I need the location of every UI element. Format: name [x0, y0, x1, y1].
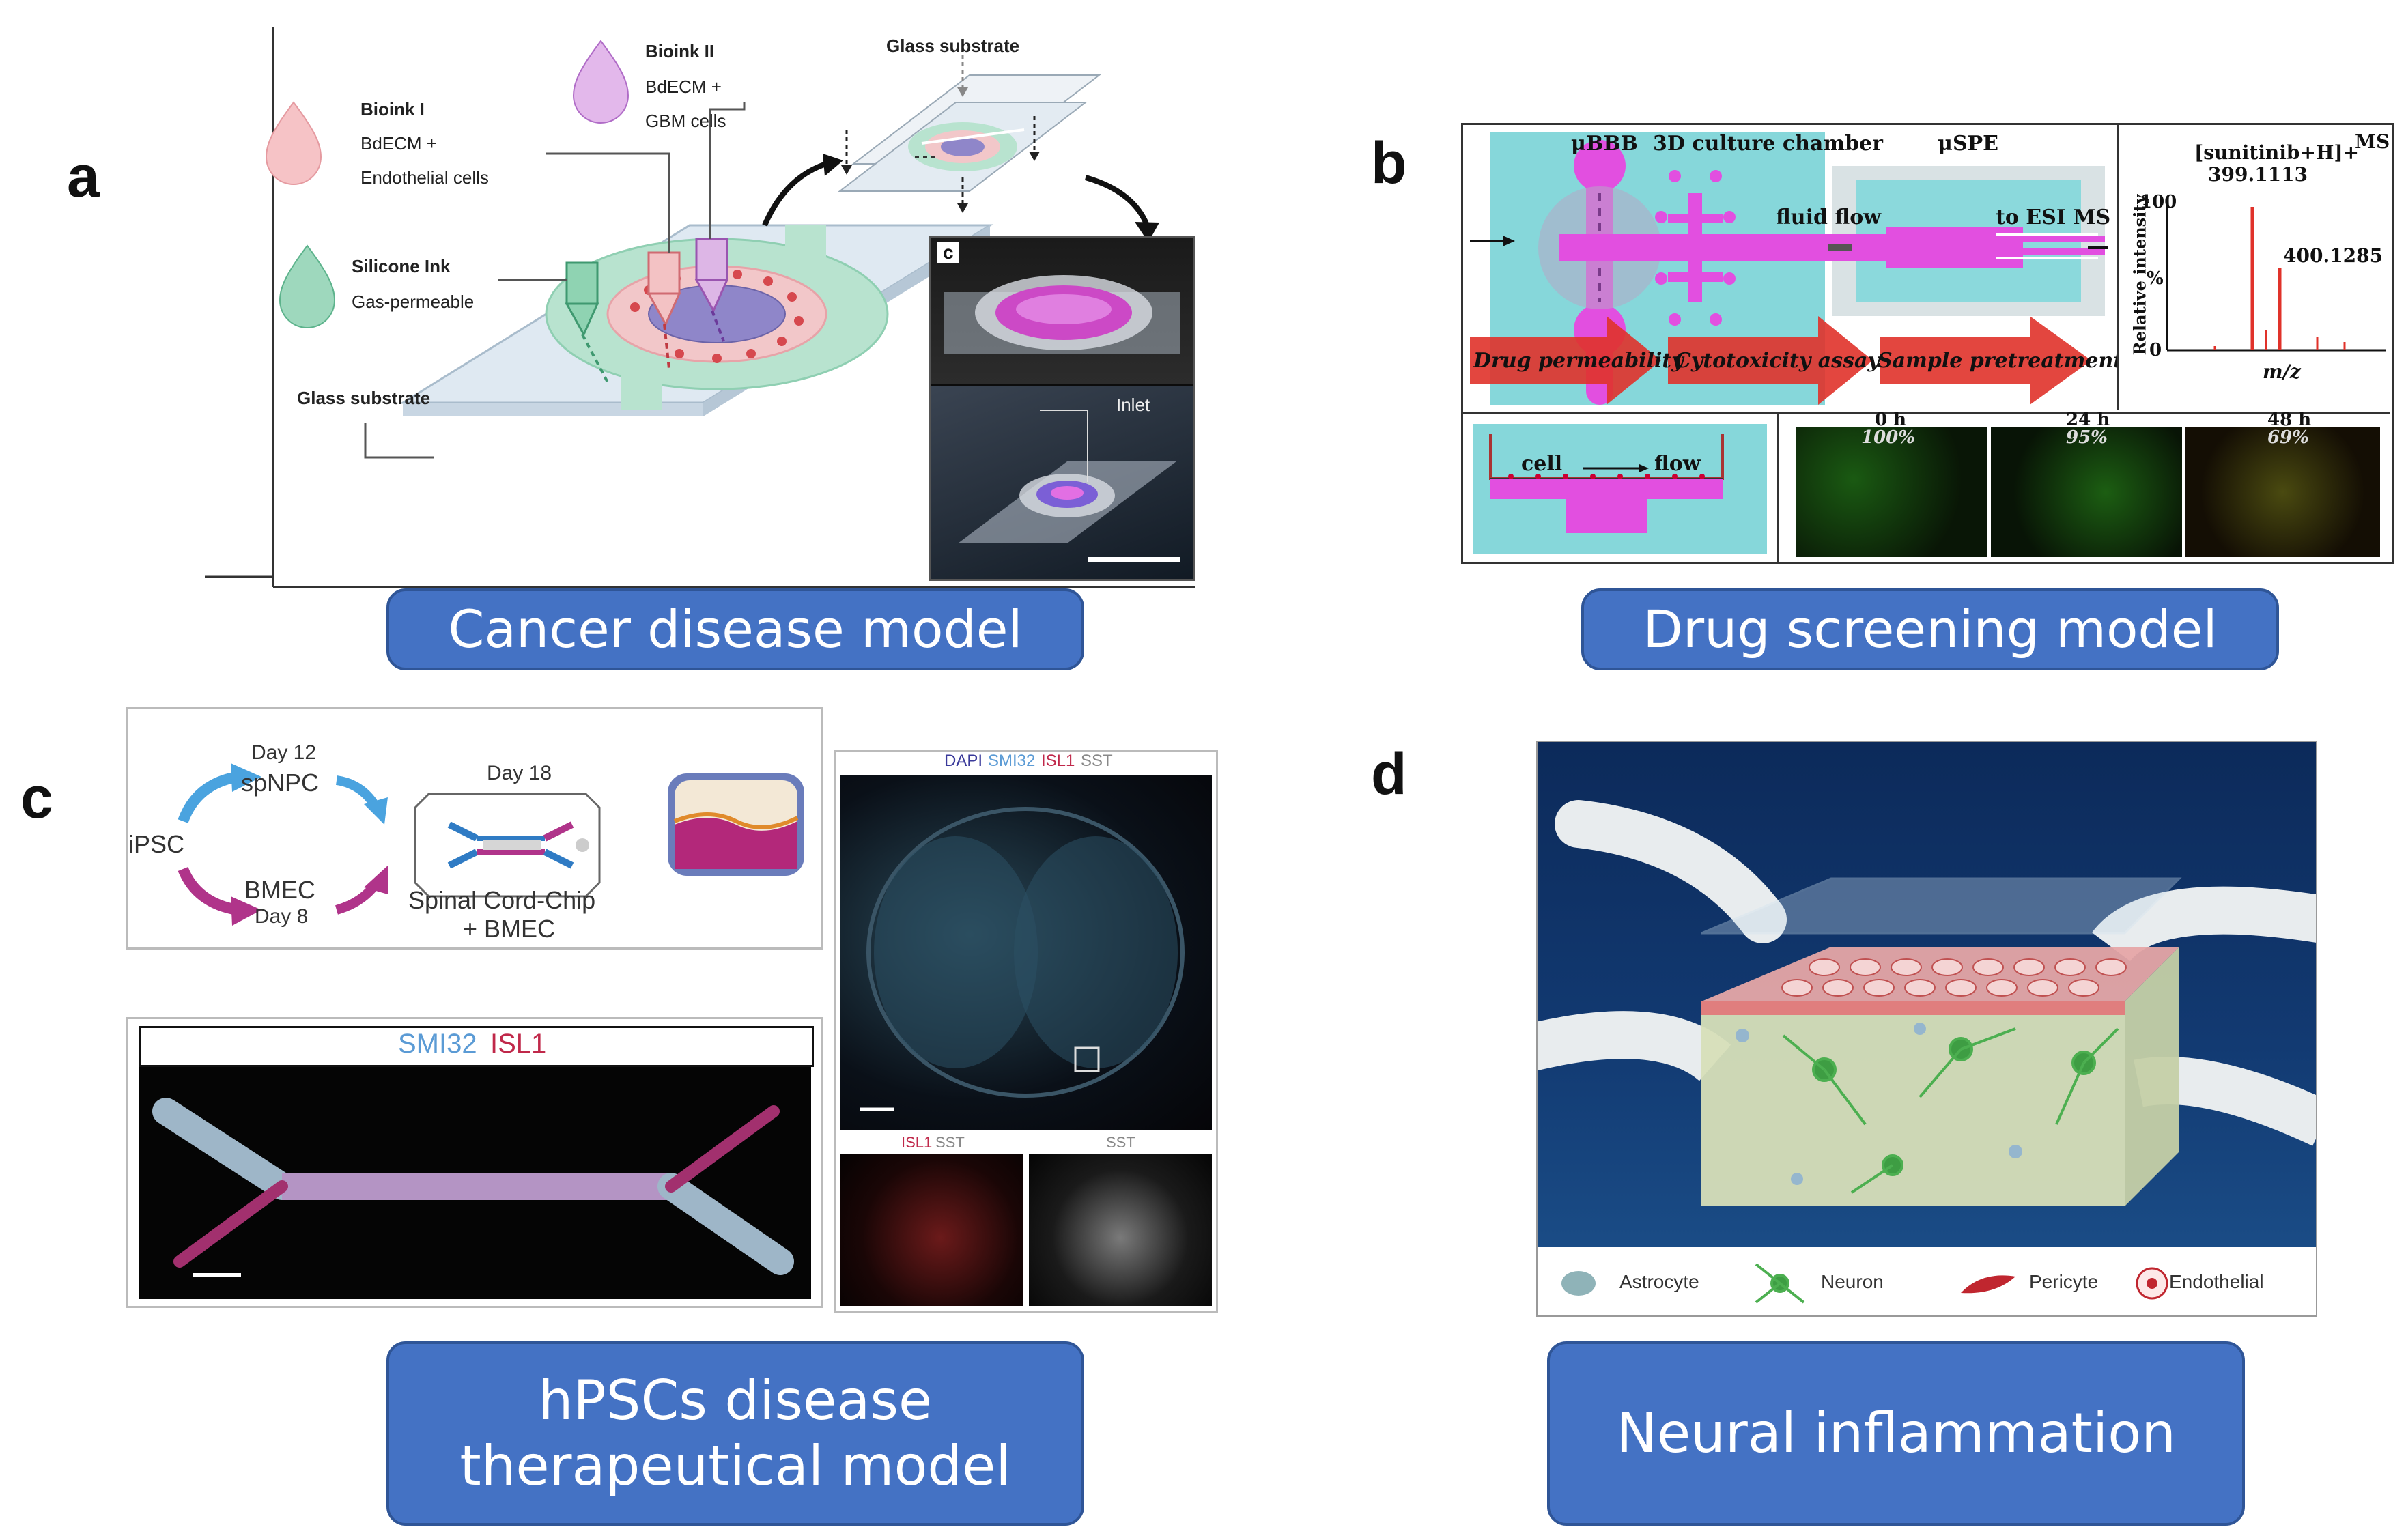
legend-endothelial: Endothelial — [2169, 1271, 2264, 1292]
panel-d-letter: d — [1371, 741, 1407, 807]
x-axis-label: m/z — [2263, 360, 2301, 383]
chip-photo-bottom — [958, 410, 1180, 562]
viability-24h — [1991, 427, 2182, 557]
sub-isl1: ISL1 — [901, 1134, 933, 1151]
uspe-label: μSPE — [1938, 132, 1999, 156]
panel-b-letter: b — [1371, 130, 1407, 196]
label-drug-screening-model: Drug screening model — [1581, 588, 2279, 670]
fluid-flow-label: fluid flow — [1776, 205, 1882, 229]
stain-isl1: ISL1 — [490, 1029, 547, 1059]
label-cancer-disease-model: Cancer disease model — [386, 588, 1084, 670]
chip-line1: Spinal Cord-Chip — [408, 886, 596, 914]
label-hpsc-model: hPSCs disease therapeutical model — [386, 1341, 1084, 1526]
day18-label: Day 18 — [487, 762, 552, 784]
time-24h: 24 h — [2066, 410, 2110, 430]
chamber-crosssection-drawing — [1473, 424, 1767, 554]
bmec-label: BMEC — [244, 876, 316, 904]
neural-legend-icons — [1561, 1263, 2168, 1304]
peak1-label: 399.1113 — [2208, 163, 2308, 186]
inset-photo-bottom: Inlet — [931, 386, 1193, 579]
peak2-label: 400.1285 — [2283, 244, 2383, 267]
chip-fluorescence: SMI32 ISL1 — [126, 1017, 823, 1308]
bioink1-line2: Endothelial cells — [360, 167, 489, 188]
silicone-line1: Gas-permeable — [352, 291, 475, 312]
panel-a-illustration — [205, 27, 1195, 588]
bioink2-line2: GBM cells — [645, 111, 726, 131]
panel-c-letter: c — [20, 765, 53, 831]
neural-scene-drawing — [1518, 800, 2333, 1206]
inlet-label: Inlet — [1116, 395, 1150, 415]
chip-stain-header — [139, 1026, 814, 1067]
arrow-sample-pretreatment: Sample pretreatment — [1878, 349, 2123, 373]
neural-inflammation-figure: Astrocyte Neuron Pericyte Endothelial — [1518, 741, 2333, 1317]
inset-photo-top: c — [931, 238, 1193, 384]
panel-b-figure: μBBB 3D culture chamber μSPE fluid flow … — [1461, 123, 2394, 564]
sub-sst: SST — [935, 1134, 965, 1151]
arrow-drug-permeability: Drug permeability — [1473, 349, 1684, 373]
differentiation-diagram: Day 12 spNPC iPSC BMEC Day 8 Day 18 Spin… — [126, 707, 823, 950]
cell-label: cell — [1521, 452, 1563, 476]
neural-scene — [1518, 742, 2333, 1247]
right-smi32: SMI32 — [988, 752, 1036, 770]
panel-a-letter: a — [67, 144, 100, 210]
spnpc-label: spNPC — [241, 769, 320, 797]
to-esi-label: to ESI MS — [1996, 205, 2111, 229]
pct-24h: 95% — [2066, 427, 2108, 448]
chip-channel-drawing — [152, 1098, 794, 1277]
stain-smi32: SMI32 — [398, 1029, 477, 1059]
arrow-cytotoxicity: Cytotoxicity assay — [1675, 349, 1880, 373]
spinal-cord-section — [840, 775, 1212, 1130]
time-48h: 48 h — [2267, 410, 2312, 430]
label-neural-inflammation: Neural inflammation — [1547, 1341, 2245, 1526]
glass-substrate-left: Glass substrate — [297, 388, 431, 408]
ms-spectrum-plot — [2166, 200, 2386, 352]
day8-label: Day 8 — [255, 905, 309, 928]
viability-48h — [2185, 427, 2380, 557]
legend-astrocyte: Astrocyte — [1619, 1271, 1699, 1292]
day12-label: Day 12 — [251, 741, 317, 764]
legend-pericyte: Pericyte — [2029, 1271, 2099, 1292]
pct-48h: 69% — [2267, 427, 2309, 448]
chip-fluorescence-image — [139, 1057, 811, 1299]
differentiation-arrows — [178, 763, 804, 926]
ipsc-label: iPSC — [128, 830, 185, 858]
bioink1-line1: BdECM + — [360, 133, 437, 154]
legend-neuron: Neuron — [1821, 1271, 1884, 1292]
inset-letter: c — [937, 242, 959, 263]
chip-schematic — [1463, 125, 2115, 410]
y-tick-100: 100 — [2140, 192, 2177, 212]
bioink2-line1: BdECM + — [645, 76, 722, 97]
right-dapi: DAPI — [944, 752, 983, 770]
spinal-cord-images: DAPI SMI32 ISL1 SST ISL1 SST SST — [834, 750, 1218, 1313]
right-isl1: ISL1 — [1041, 752, 1075, 770]
ubbb-label: μBBB — [1571, 132, 1639, 156]
flow-label: flow — [1654, 452, 1701, 476]
right-sst: SST — [1081, 752, 1113, 770]
glass-substrate-top: Glass substrate — [886, 35, 1020, 56]
bioink2-title: Bioink II — [645, 41, 715, 61]
ms-spectrum: MS [sunitinib+H]+ 399.1113 400.1285 Rela… — [2117, 125, 2392, 410]
spinal-cord-drawing — [860, 807, 1185, 1111]
viability-panels: 0 h 24 h 48 h 100% 95% 69% — [1779, 410, 2390, 562]
isl1-sst-zoom — [840, 1154, 1023, 1306]
bioink1-title: Bioink I — [360, 99, 425, 119]
culture-chamber-label: 3D culture chamber — [1653, 132, 1883, 156]
chip-line2: + BMEC — [463, 915, 556, 943]
chamber-crosssection: cell flow — [1463, 412, 1779, 562]
chip-photo-top — [944, 275, 1180, 354]
silicone-title: Silicone Ink — [352, 256, 451, 276]
inset-photo-frame: c Inlet — [929, 236, 1195, 581]
sub-sst2: SST — [1106, 1134, 1135, 1151]
ms-label: MS — [2355, 130, 2390, 153]
y-tick-0: 0 — [2149, 340, 2162, 360]
ms-ion-label: [sunitinib+H]+ — [2194, 141, 2360, 164]
y-tick-pct: % — [2147, 268, 2164, 289]
time-0h: 0 h — [1875, 410, 1907, 430]
viability-0h — [1796, 427, 1987, 557]
pct-0h: 100% — [1861, 427, 1915, 448]
sst-zoom — [1029, 1154, 1212, 1306]
